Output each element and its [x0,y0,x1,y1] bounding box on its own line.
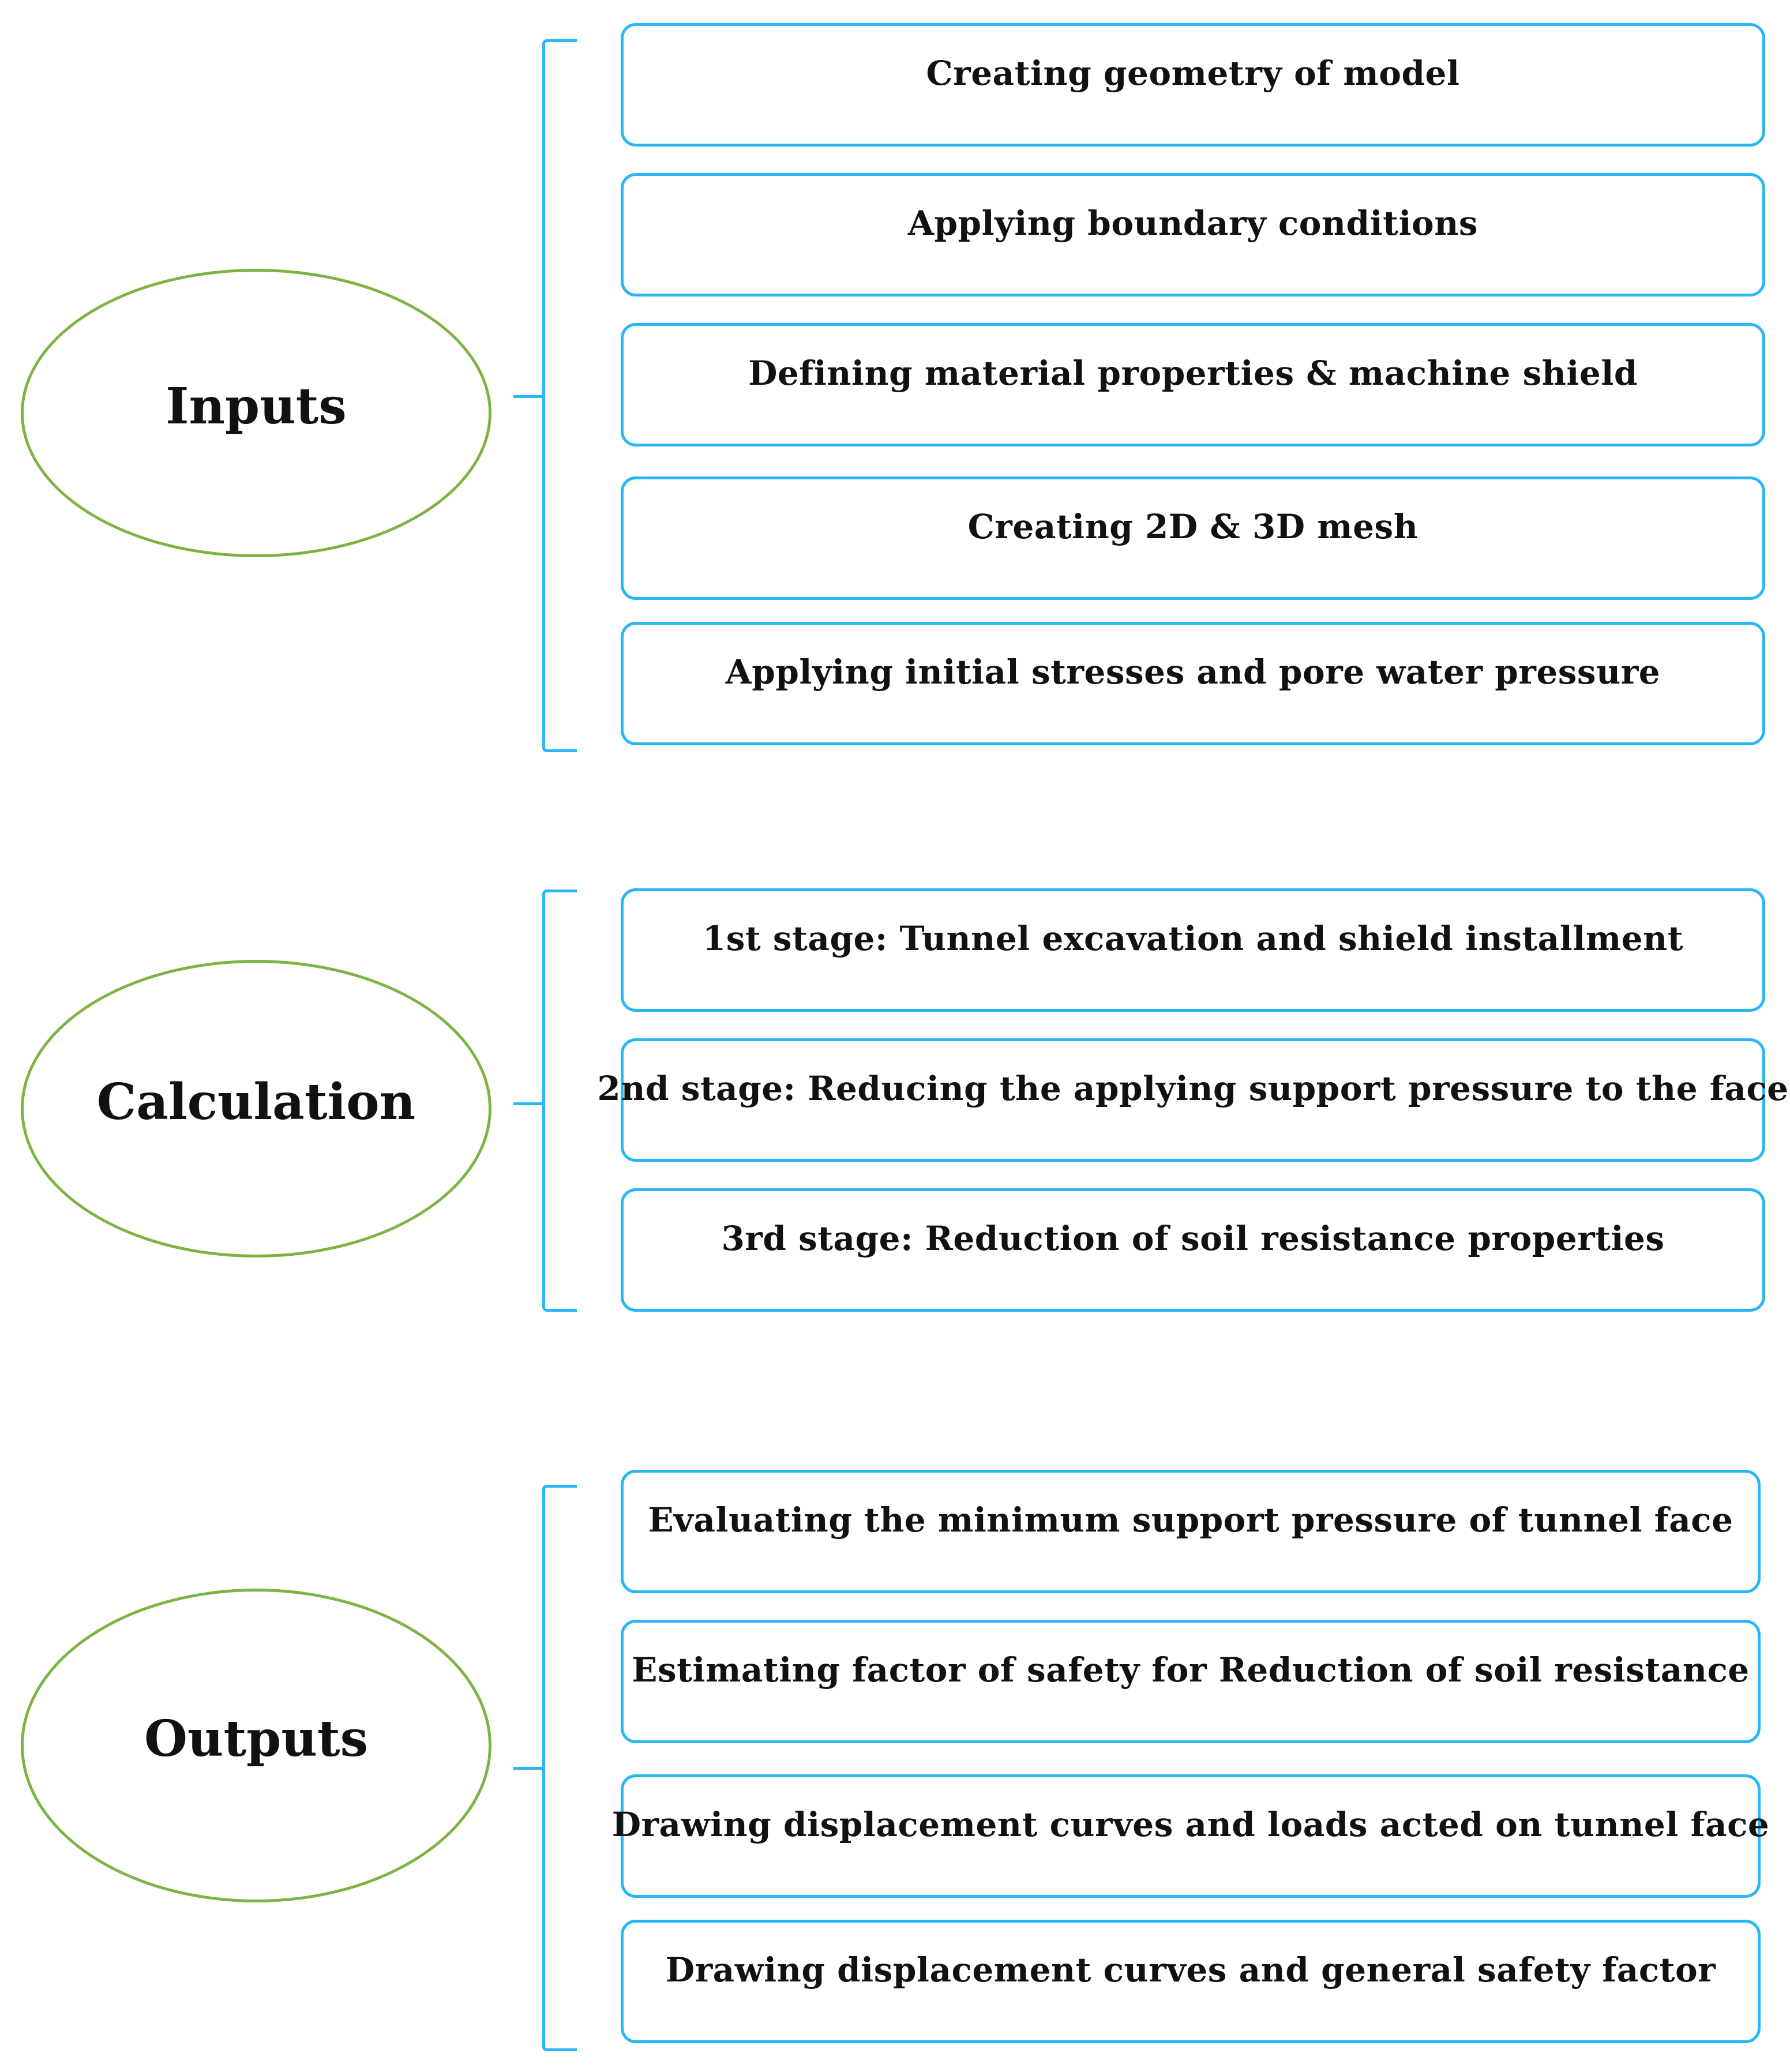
inputs-step-1: Creating geometry of model [621,23,1765,147]
calculation-step-2-text: 2nd stage: Reducing the applying support… [597,1069,1789,1108]
outputs-step-2: Estimating factor of safety for Reductio… [621,1620,1761,1743]
calculation-label: Calculation [96,1072,416,1131]
outputs-step-1: Evaluating the minimum support pressure … [621,1470,1761,1593]
inputs-step-1-text: Creating geometry of model [926,54,1460,93]
inputs-step-2: Applying boundary conditions [621,173,1765,296]
outputs-step-4-text: Drawing displacement curves and general … [665,1950,1716,1990]
calculation-step-1-text: 1st stage: Tunnel excavation and shield … [702,919,1684,958]
outputs-step-3: Drawing displacement curves and loads ac… [612,1774,1769,1898]
inputs-ellipse: Inputs [21,269,491,557]
calculation-step-3: 3rd stage: Reduction of soil resistance … [621,1188,1765,1312]
inputs-brace [513,39,577,752]
outputs-step-4: Drawing displacement curves and general … [621,1920,1761,2043]
calculation-ellipse: Calculation [21,960,491,1258]
outputs-ellipse: Outputs [21,1589,491,1902]
inputs-step-5: Applying initial stresses and pore water… [621,622,1765,745]
outputs-step-1-text: Evaluating the minimum support pressure … [648,1500,1733,1540]
inputs-step-4: Creating 2D & 3D mesh [621,476,1765,600]
outputs-label: Outputs [144,1709,368,1768]
outputs-brace [513,1485,577,2051]
calculation-brace [513,889,577,1312]
calculation-step-2: 2nd stage: Reducing the applying support… [597,1038,1788,1162]
inputs-step-5-text: Applying initial stresses and pore water… [725,652,1661,692]
outputs-step-2-text: Estimating factor of safety for Reductio… [632,1650,1750,1690]
calculation-step-3-text: 3rd stage: Reduction of soil resistance … [721,1219,1665,1258]
inputs-step-3: Defining material properties & machine s… [621,323,1765,446]
inputs-step-3-text: Defining material properties & machine s… [748,354,1638,393]
inputs-label: Inputs [166,377,347,436]
inputs-step-2-text: Applying boundary conditions [907,204,1478,243]
calculation-step-1: 1st stage: Tunnel excavation and shield … [621,888,1765,1012]
outputs-step-3-text: Drawing displacement curves and loads ac… [611,1805,1770,1844]
inputs-step-4-text: Creating 2D & 3D mesh [967,507,1419,546]
